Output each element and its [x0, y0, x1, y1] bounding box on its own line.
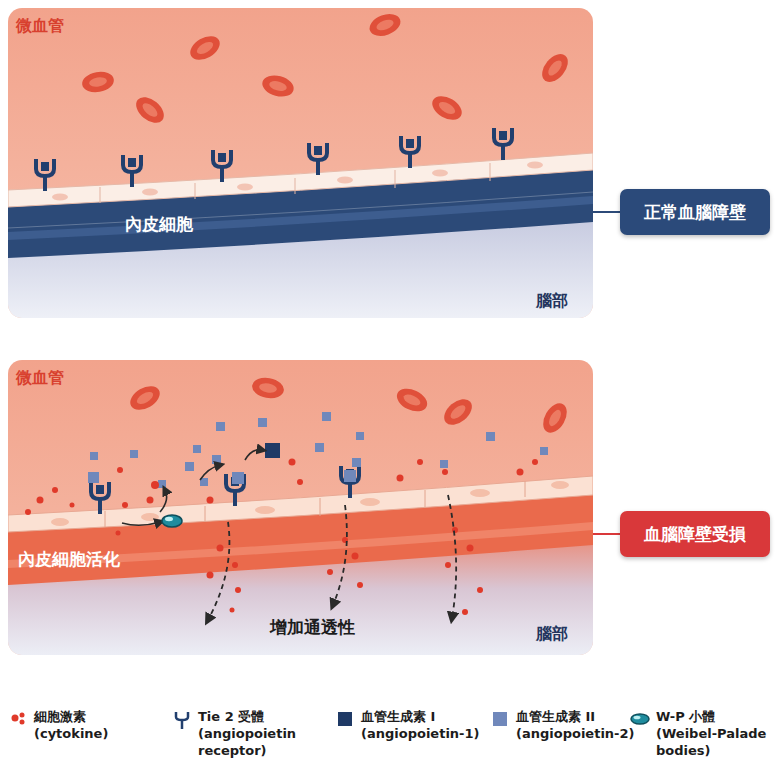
region-label: 腦部: [536, 291, 568, 312]
label-box: 血腦障壁受損: [620, 511, 770, 557]
legend-item: W-P 小體 (Weibel-Palade bodies): [630, 708, 771, 759]
box-label: 正常血腦障壁: [644, 201, 746, 224]
legend-symbol: [490, 709, 510, 729]
legend-item: 細胞激素 (cytokine): [8, 708, 144, 742]
label-box: 正常血腦障壁: [620, 189, 770, 235]
legend-symbol: [172, 709, 192, 729]
leader-line: [593, 211, 620, 213]
legend-item: Tie 2 受體 (angiopoietin receptor): [172, 708, 328, 759]
legend-symbol: [8, 709, 28, 729]
leader-line: [593, 533, 620, 535]
legend-symbol: [335, 709, 355, 729]
legend-swatch: [493, 712, 507, 726]
legend-text: 血管生成素 II (angiopoietin-2): [516, 708, 636, 742]
legend-item: 血管生成素 II (angiopoietin-2): [490, 708, 636, 742]
legend-swatch: [338, 712, 352, 726]
region-label: 增加通透性: [270, 616, 355, 639]
region-label: 內皮細胞活化: [18, 548, 120, 571]
vessel-panel: 微血管內皮細胞活化增加通透性 腦部: [8, 360, 593, 655]
legend-text: 細胞激素 (cytokine): [34, 708, 144, 742]
region-label: 微血管: [16, 16, 64, 37]
region-label: 內皮細胞: [125, 213, 193, 236]
region-label: 腦部: [536, 624, 568, 645]
legend-item: 血管生成素 I (angiopoietin-1): [335, 708, 481, 742]
legend-text: W-P 小體 (Weibel-Palade bodies): [656, 708, 771, 759]
vessel-panel: 微血管內皮細胞腦部: [8, 8, 593, 318]
legend-symbol: [630, 709, 650, 729]
legend-text: 血管生成素 I (angiopoietin-1): [361, 708, 481, 742]
legend-text: Tie 2 受體 (angiopoietin receptor): [198, 708, 328, 759]
box-label: 血腦障壁受損: [644, 523, 746, 546]
region-label: 微血管: [16, 368, 64, 389]
